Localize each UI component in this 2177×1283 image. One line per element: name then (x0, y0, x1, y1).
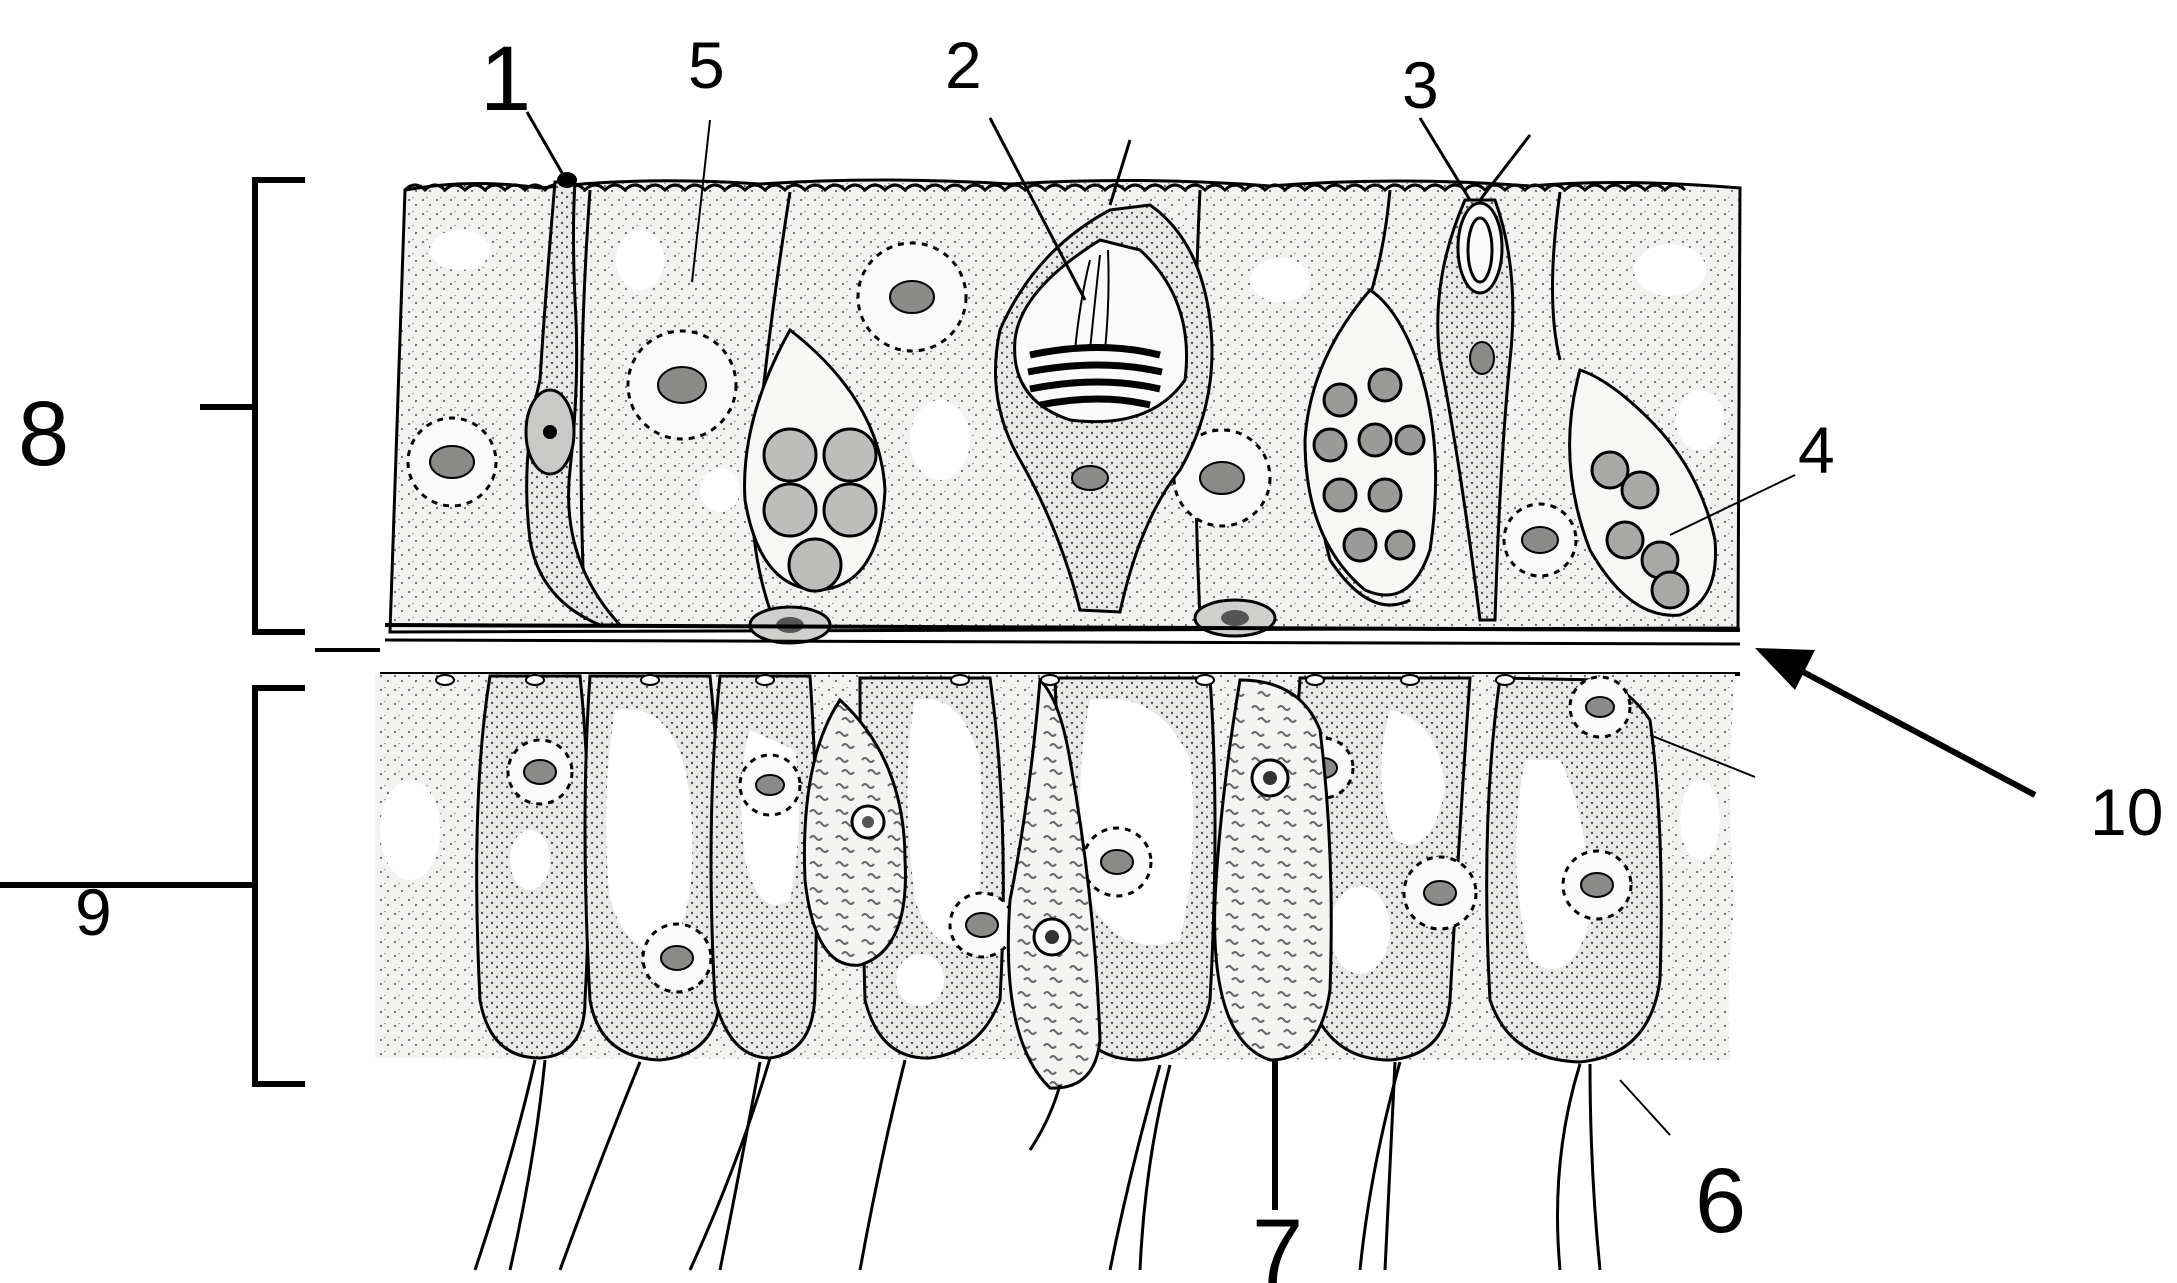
label-4: 4 (1798, 413, 1835, 487)
endoderm-layer (375, 674, 1735, 1088)
label-10: 10 (2090, 775, 2163, 849)
flagella-group (475, 1058, 1600, 1270)
ectoderm-layer (390, 135, 1740, 643)
label-6: 6 (1695, 1150, 1746, 1252)
label-5: 5 (688, 28, 725, 102)
label-3: 3 (1402, 48, 1439, 122)
label-1: 1 (480, 28, 531, 130)
label-2: 2 (945, 28, 982, 102)
label-7: 7 (1252, 1201, 1303, 1283)
label-9: 9 (75, 875, 112, 949)
label-8: 8 (18, 383, 69, 485)
arrowhead-10 (1755, 648, 1815, 690)
